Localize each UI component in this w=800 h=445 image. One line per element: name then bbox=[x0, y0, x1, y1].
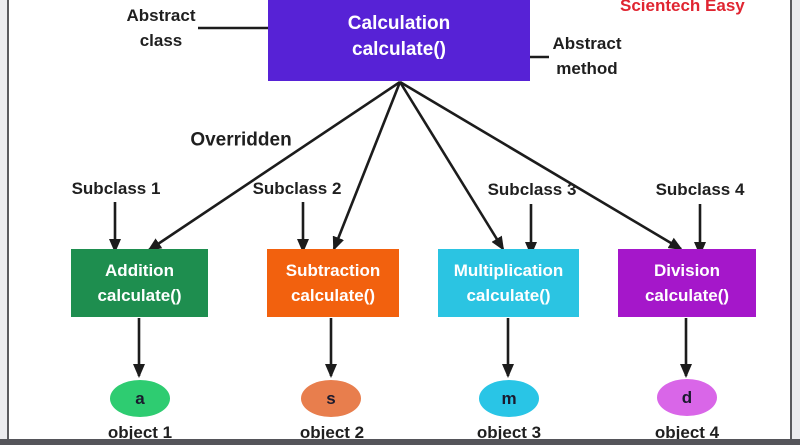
object-2-letter: s bbox=[326, 388, 336, 408]
fan-arrow-multiplication bbox=[398, 81, 505, 251]
object-3-ellipse: m bbox=[479, 380, 539, 417]
multiplication-class-box: Multiplication calculate() bbox=[438, 249, 579, 317]
addition-class-box: Addition calculate() bbox=[71, 249, 208, 317]
abstract-class-label-line2: class bbox=[139, 31, 183, 50]
division-class-method: calculate() bbox=[644, 286, 730, 305]
multiplication-class-method: calculate() bbox=[466, 286, 551, 305]
frame-right-border bbox=[790, 0, 792, 445]
watermark-text: Scientech Easy bbox=[620, 0, 745, 15]
object-1-ellipse: a bbox=[110, 380, 170, 417]
subclass-2-label: Subclass 2 bbox=[252, 179, 342, 198]
fan-arrow-addition bbox=[147, 80, 401, 252]
subclass-3-label: Subclass 3 bbox=[487, 180, 577, 199]
division-class-box: Division calculate() bbox=[618, 249, 756, 317]
object-4-ellipse: d bbox=[657, 379, 717, 416]
parent-class-method: calculate() bbox=[352, 38, 446, 60]
division-class-name: Division bbox=[653, 261, 721, 280]
object-1-letter: a bbox=[135, 388, 145, 408]
overridden-label: Overridden bbox=[190, 129, 292, 151]
object-3-letter: m bbox=[501, 388, 517, 408]
object-2-label: object 2 bbox=[299, 423, 365, 442]
object-1-label: object 1 bbox=[107, 423, 173, 442]
subtraction-class-method: calculate() bbox=[290, 286, 376, 305]
parent-class-box: Calculation calculate() bbox=[268, 0, 530, 81]
fan-arrow-division bbox=[399, 80, 683, 251]
frame-bottom-border bbox=[0, 439, 800, 445]
object-4-label: object 4 bbox=[654, 423, 720, 442]
object-4-letter: d bbox=[681, 387, 693, 407]
addition-class-name: Addition bbox=[105, 261, 174, 280]
subclass-4-label: Subclass 4 bbox=[655, 180, 745, 199]
object-3-label: object 3 bbox=[476, 423, 542, 442]
abstract-class-label: Abstract class bbox=[127, 3, 196, 53]
multiplication-class-name: Multiplication bbox=[453, 261, 564, 280]
frame-left-border bbox=[7, 0, 9, 445]
abstract-method-label-line1: Abstract bbox=[552, 34, 622, 53]
fan-arrow-subtraction bbox=[332, 81, 402, 251]
subtraction-class-name: Subtraction bbox=[285, 261, 381, 280]
frame-right-margin bbox=[792, 0, 800, 445]
addition-class-method: calculate() bbox=[97, 286, 182, 305]
subclass-1-label: Subclass 1 bbox=[71, 179, 161, 198]
abstract-class-label-line1: Abstract bbox=[126, 6, 196, 25]
object-2-ellipse: s bbox=[301, 380, 361, 417]
abstract-method-label-line2: method bbox=[556, 59, 618, 78]
parent-class-name: Calculation bbox=[347, 12, 451, 34]
abstract-method-label: Abstract method bbox=[553, 31, 622, 81]
subtraction-class-box: Subtraction calculate() bbox=[267, 249, 399, 317]
frame-left-margin bbox=[0, 0, 7, 445]
